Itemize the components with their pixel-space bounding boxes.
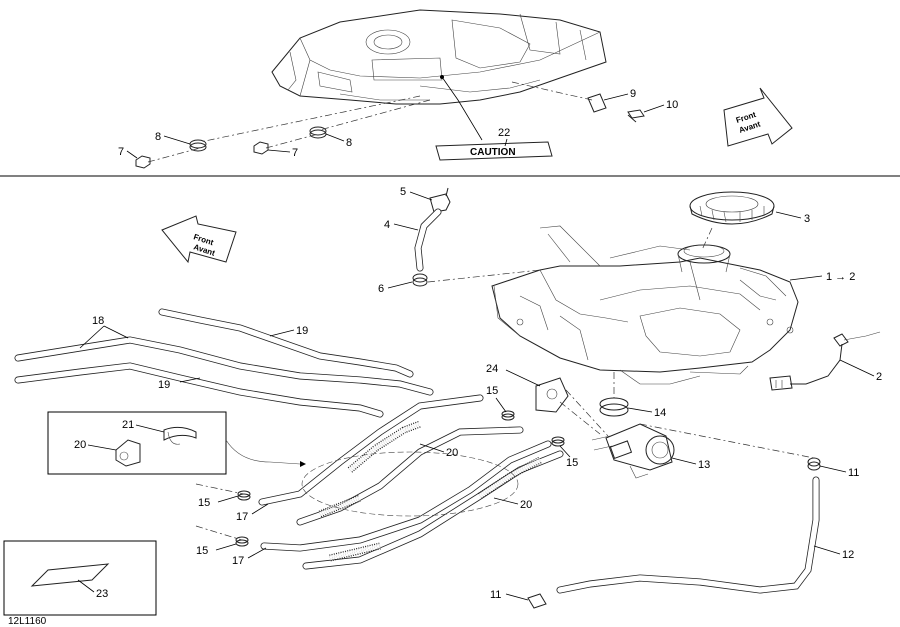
clamp-15d xyxy=(235,536,249,547)
callout-11a: 11 xyxy=(848,467,859,479)
callout-15d: 15 xyxy=(196,545,208,557)
callout-3: 3 xyxy=(804,213,810,225)
vent-hose-4 xyxy=(414,208,442,272)
callout-15c: 15 xyxy=(198,497,210,509)
fuel-tank xyxy=(491,225,799,385)
washer-8a xyxy=(189,139,207,152)
pump-flange xyxy=(535,377,569,413)
clamp-6 xyxy=(412,273,428,287)
bracket-20 xyxy=(115,439,141,467)
callout-20c: 20 xyxy=(74,439,86,451)
fuel-level-sensor xyxy=(769,331,881,391)
callout-15a: 15 xyxy=(486,385,498,397)
callout-1-2: 1 → 2 xyxy=(826,271,855,283)
clamp-15c xyxy=(237,490,251,501)
clamp-11a xyxy=(807,457,821,471)
decal-23 xyxy=(30,563,110,587)
svg-text:Avant: Avant xyxy=(192,242,216,257)
callout-6: 6 xyxy=(378,283,384,295)
callout-20b: 20 xyxy=(520,499,532,511)
callout-2: 2 xyxy=(876,371,882,383)
callout-23: 23 xyxy=(96,588,108,600)
nut-7a xyxy=(135,155,151,169)
screw-10 xyxy=(627,109,645,123)
vent-fitting-5 xyxy=(429,187,451,213)
pump-grommet xyxy=(599,397,629,417)
fuel-hose-12 xyxy=(556,476,820,594)
strap-21 xyxy=(163,426,197,445)
callout-15b: 15 xyxy=(566,457,578,469)
callout-21: 21 xyxy=(122,419,134,431)
front-arrow-top: Front Avant xyxy=(723,87,793,147)
callout-24: 24 xyxy=(486,363,498,375)
tank-top-view xyxy=(271,9,607,105)
callout-7a: 7 xyxy=(118,146,124,158)
callout-10: 10 xyxy=(666,99,678,111)
callout-7b: 7 xyxy=(292,147,298,159)
nut-7b xyxy=(253,141,269,155)
svg-text:CAUTION: CAUTION xyxy=(470,147,516,158)
callout-13: 13 xyxy=(698,459,710,471)
callout-12: 12 xyxy=(842,549,854,561)
diagram-id: 12L1160 xyxy=(8,616,47,627)
callout-22: 22 xyxy=(498,127,510,139)
fuel-cap xyxy=(689,191,775,225)
callout-20a: 20 xyxy=(446,447,458,459)
callout-8a: 8 xyxy=(155,131,161,143)
clip-9 xyxy=(587,93,607,113)
callout-19b: 19 xyxy=(158,379,170,391)
callout-19a: 19 xyxy=(296,325,308,337)
clamp-11b xyxy=(527,593,547,609)
callout-8b: 8 xyxy=(346,137,352,149)
fuel-hoses-17-20 xyxy=(258,394,564,570)
callout-18: 18 xyxy=(92,315,104,327)
clamp-15a xyxy=(501,410,515,421)
front-arrow-left: Front Avant xyxy=(161,215,237,264)
callout-17a: 17 xyxy=(236,511,248,523)
callout-14: 14 xyxy=(654,407,666,419)
fuel-hoses-18-19 xyxy=(14,308,434,418)
fuel-pump xyxy=(591,423,675,479)
callout-11b: 11 xyxy=(490,589,501,601)
inset-box-20-21 xyxy=(47,411,227,475)
callout-9: 9 xyxy=(630,88,636,100)
callout-4: 4 xyxy=(384,219,390,231)
washer-8b xyxy=(309,126,327,139)
callout-5: 5 xyxy=(400,186,406,198)
clamp-15b xyxy=(551,436,565,447)
caution-decal: CAUTION xyxy=(435,141,553,161)
callout-17b: 17 xyxy=(232,555,244,567)
inset-box-23 xyxy=(3,540,157,616)
